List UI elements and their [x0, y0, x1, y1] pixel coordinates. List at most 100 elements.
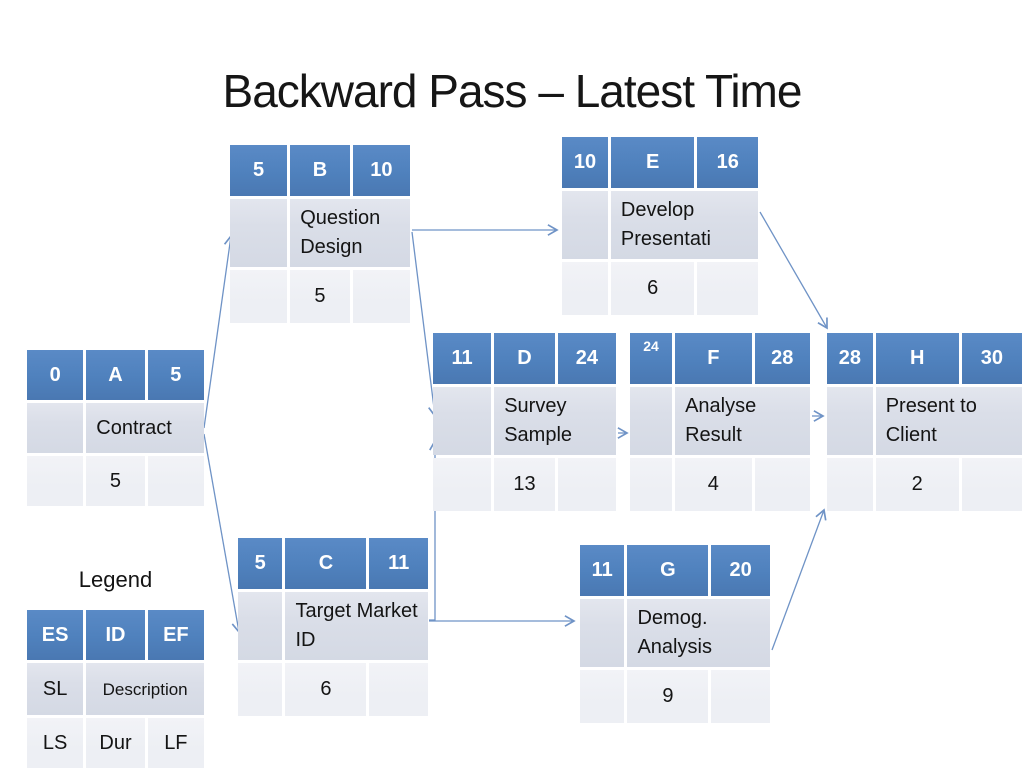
activity-node-F: 24 F 28 Analyse Result 4 [630, 333, 810, 511]
node-lf-cell [147, 456, 204, 506]
duration-value: 13 [513, 473, 536, 495]
duration-value: 5 [314, 285, 326, 307]
duration-value: 5 [109, 469, 122, 492]
node-slack-cell [580, 599, 625, 667]
legend-title: Legend [78, 567, 153, 592]
node-slack-cell [238, 592, 283, 660]
legend-lf-label: LF [164, 731, 188, 754]
es-value: 28 [838, 347, 861, 369]
node-ef-cell: 16 [697, 137, 758, 188]
legend-es-cell: ES [27, 610, 84, 660]
description-value: Survey Sample [504, 395, 573, 446]
node-ls-cell [630, 458, 673, 511]
id-value: C [318, 552, 334, 574]
id-value: G [660, 559, 676, 581]
node-id-cell: F [675, 333, 752, 384]
node-ls-cell [827, 458, 873, 511]
node-ef-cell: 28 [754, 333, 810, 384]
legend-sl-label: SL [42, 677, 68, 700]
node-duration-cell: 6 [285, 663, 367, 716]
ef-value: 24 [575, 347, 598, 369]
es-value: 5 [253, 159, 265, 181]
duration-value: 6 [647, 277, 659, 299]
node-es-cell: 5 [230, 145, 288, 196]
node-description-cell: Demog. Analysis [627, 599, 770, 667]
node-ef-cell: 24 [557, 333, 616, 384]
legend-description-cell: Description [86, 663, 204, 715]
node-es-cell: 24 [630, 333, 673, 384]
description-value: Analyse Result [685, 395, 757, 446]
node-slack-cell [27, 403, 84, 453]
connector-A-C [203, 433, 244, 634]
node-id-cell: E [610, 137, 695, 188]
node-slack-cell [433, 387, 492, 455]
node-es-cell: 0 [27, 350, 84, 400]
node-lf-cell [352, 270, 410, 323]
node-duration-cell: 9 [627, 670, 709, 723]
node-ef-cell: 10 [352, 145, 410, 196]
ef-value: 5 [170, 363, 182, 386]
description-value: Develop Presentati [620, 199, 711, 250]
activity-node-H: 28 H 30 Present to Client 2 [827, 333, 1022, 511]
node-duration-cell: 2 [875, 458, 959, 511]
node-lf-cell [711, 670, 770, 723]
id-value: H [910, 347, 925, 369]
node-description-cell: Analyse Result [675, 387, 810, 455]
ef-value: 30 [980, 347, 1003, 369]
node-duration-cell: 6 [610, 262, 695, 315]
node-ef-cell: 20 [711, 545, 770, 596]
node-duration-cell: 5 [86, 456, 145, 506]
node-ls-cell [238, 663, 283, 716]
es-value: 5 [254, 552, 266, 574]
node-duration-cell: 13 [494, 458, 555, 511]
node-id-cell: C [285, 538, 367, 589]
node-description-cell: Present to Client [875, 387, 1022, 455]
node-description-cell: Question Design [290, 199, 410, 267]
node-description-cell: Develop Presentati [610, 191, 758, 259]
node-description-cell: Contract [86, 403, 204, 453]
connector-G-H [771, 508, 827, 651]
node-slack-cell [827, 387, 873, 455]
node-lf-cell [697, 262, 758, 315]
ef-value: 16 [716, 151, 739, 173]
node-id-cell: B [290, 145, 350, 196]
node-ls-cell [230, 270, 288, 323]
node-duration-cell: 4 [675, 458, 752, 511]
node-lf-cell [961, 458, 1022, 511]
activity-node-E: 10 E 16 Develop Presentati 6 [562, 137, 758, 315]
id-value: B [312, 159, 328, 181]
description-value: Target Market ID [295, 600, 418, 651]
node-ls-cell [433, 458, 492, 511]
node-id-cell: D [494, 333, 555, 384]
node-es-cell: 28 [827, 333, 873, 384]
node-id-cell: H [875, 333, 959, 384]
node-es-cell: 5 [238, 538, 283, 589]
es-value: 0 [49, 363, 61, 386]
duration-value: 2 [911, 473, 923, 495]
node-slack-cell [630, 387, 673, 455]
id-value: E [646, 151, 660, 173]
legend-lf-cell: LF [147, 718, 204, 768]
description-value: Demog. Analysis [637, 607, 712, 658]
ef-value: 11 [388, 552, 410, 574]
activity-node-C: 5 C 11 Target Market ID 6 [238, 538, 428, 716]
ef-value: 28 [771, 347, 794, 369]
activity-node-G: 11 G 20 Demog. Analysis 9 [580, 545, 770, 723]
legend-table: ES ID EF SL Description LS Dur LF [27, 610, 204, 768]
node-id-cell: G [627, 545, 709, 596]
ef-value: 10 [370, 159, 393, 181]
legend-ef-label: EF [163, 623, 189, 646]
node-slack-cell [562, 191, 608, 259]
node-es-cell: 11 [433, 333, 492, 384]
legend-dur-cell: Dur [86, 718, 145, 768]
es-value: 11 [451, 347, 473, 369]
node-es-cell: 11 [580, 545, 625, 596]
node-description-cell: Survey Sample [494, 387, 616, 455]
activity-node-D: 11 D 24 Survey Sample 13 [433, 333, 616, 511]
id-value: F [707, 347, 720, 369]
ef-value: 20 [729, 559, 752, 581]
connector-B-D [411, 231, 440, 418]
connector-E-H [759, 211, 828, 330]
node-ef-cell: 30 [961, 333, 1022, 384]
node-description-cell: Target Market ID [285, 592, 428, 660]
